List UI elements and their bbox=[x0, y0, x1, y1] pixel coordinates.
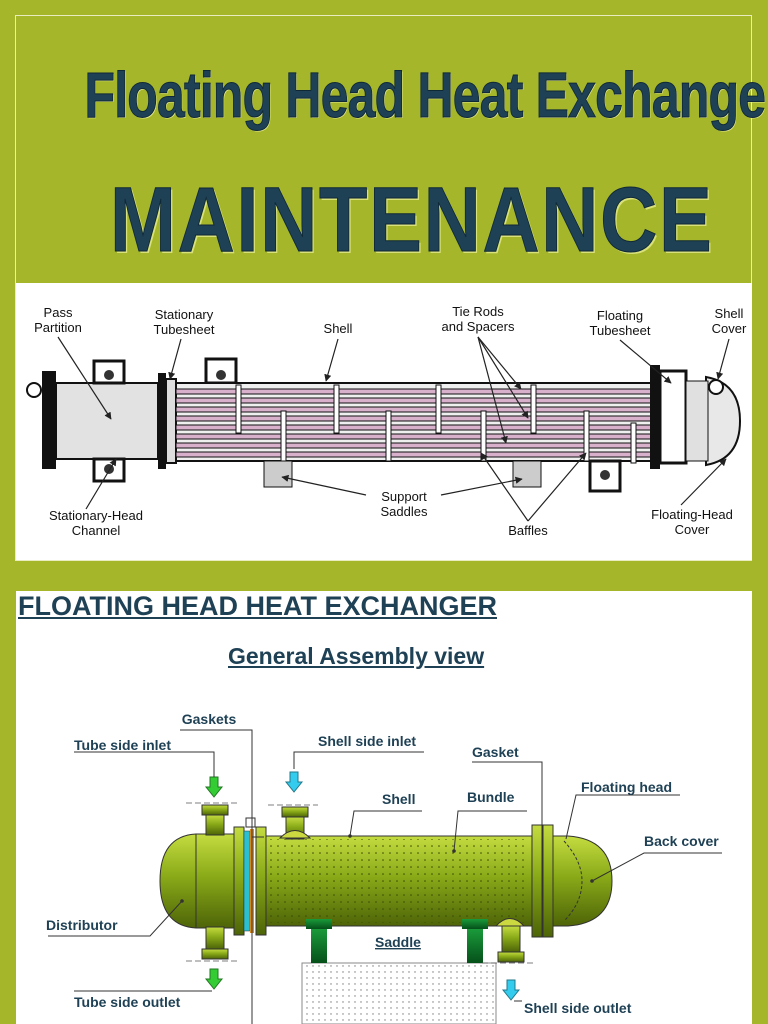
stationary-head-channel-shape bbox=[26, 359, 166, 483]
tube-inlet-arrow bbox=[204, 776, 224, 798]
label-floating-head: Floating head bbox=[581, 779, 672, 795]
label-tie-rods-2: and Spacers bbox=[442, 319, 515, 334]
stationary-tubesheet-shape bbox=[165, 378, 177, 464]
baffles-shape bbox=[235, 384, 637, 464]
label-floating-head-cover-1: Floating-Head bbox=[651, 507, 733, 522]
heat-exchanger-cutaway-diagram: Pass Partition Stationary Tubesheet Shel… bbox=[16, 283, 752, 560]
label-floating-tubesheet-1: Floating bbox=[597, 308, 643, 323]
label-shell-cover-2: Cover bbox=[712, 321, 747, 336]
label-tie-rods-1: Tie Rods bbox=[452, 304, 504, 319]
cutaway-leader-lines bbox=[57, 336, 730, 522]
section-subheading: General Assembly view bbox=[228, 643, 485, 669]
assembly-labels: Gaskets Tube side inlet Shell side inlet… bbox=[46, 711, 719, 1016]
title-line-2: MAINTENANCE bbox=[110, 169, 714, 272]
center-lines bbox=[186, 802, 536, 964]
shell-outlet-arrow bbox=[501, 979, 521, 1001]
label-stationary-head-channel-1: Stationary-Head bbox=[49, 508, 143, 523]
support-saddle-right bbox=[512, 460, 542, 488]
label-gasket: Gasket bbox=[472, 744, 519, 760]
saddles bbox=[306, 919, 488, 963]
support-saddle-left bbox=[263, 460, 293, 488]
cutaway-labels: Pass Partition Stationary Tubesheet Shel… bbox=[34, 304, 747, 538]
label-gaskets: Gaskets bbox=[182, 711, 237, 727]
label-floating-head-cover-2: Cover bbox=[675, 522, 710, 537]
shell-inlet-arrow bbox=[284, 771, 304, 793]
nozzles bbox=[201, 804, 526, 963]
label-support-saddles-2: Saddles bbox=[381, 504, 428, 519]
label-stationary-head-channel-2: Channel bbox=[72, 523, 121, 538]
label-shell-side-outlet: Shell side outlet bbox=[524, 1000, 632, 1016]
label-distributor: Distributor bbox=[46, 917, 118, 933]
flow-arrows bbox=[204, 771, 521, 1001]
cutaway-svg: Pass Partition Stationary Tubesheet Shel… bbox=[26, 304, 747, 538]
label-floating-tubesheet-2: Tubesheet bbox=[590, 323, 651, 338]
label-baffles: Baffles bbox=[508, 523, 548, 538]
label-tube-side-inlet: Tube side inlet bbox=[74, 737, 171, 753]
label-stationary-tubesheet-1: Stationary bbox=[155, 307, 214, 322]
tube-outlet-arrow bbox=[204, 968, 224, 990]
label-back-cover: Back cover bbox=[644, 833, 719, 849]
label-stationary-tubesheet-2: Tubesheet bbox=[154, 322, 215, 337]
label-support-saddles-1: Support bbox=[381, 489, 427, 504]
label-shell: Shell bbox=[382, 791, 415, 807]
label-saddle: Saddle bbox=[375, 934, 421, 950]
assembly-svg: Gaskets Tube side inlet Shell side inlet… bbox=[46, 711, 722, 1024]
label-shell-cover-1: Shell bbox=[715, 306, 744, 321]
label-tube-side-outlet: Tube side outlet bbox=[74, 994, 181, 1010]
exchanger-body bbox=[159, 824, 613, 938]
title-line-1: Floating Head Heat Exchanger bbox=[84, 59, 768, 132]
floating-head-shape bbox=[650, 365, 742, 469]
label-shell-side-inlet: Shell side inlet bbox=[318, 733, 416, 749]
label-pass-partition-1: Pass bbox=[44, 305, 73, 320]
assembly-leader-lines bbox=[48, 729, 722, 1024]
label-bundle: Bundle bbox=[467, 789, 515, 805]
section-heading: FLOATING HEAD HEAT EXCHANGER bbox=[18, 591, 497, 621]
assembly-panel: FLOATING HEAD HEAT EXCHANGER General Ass… bbox=[16, 591, 752, 1024]
label-shell: Shell bbox=[324, 321, 353, 336]
label-pass-partition-2: Partition bbox=[34, 320, 82, 335]
